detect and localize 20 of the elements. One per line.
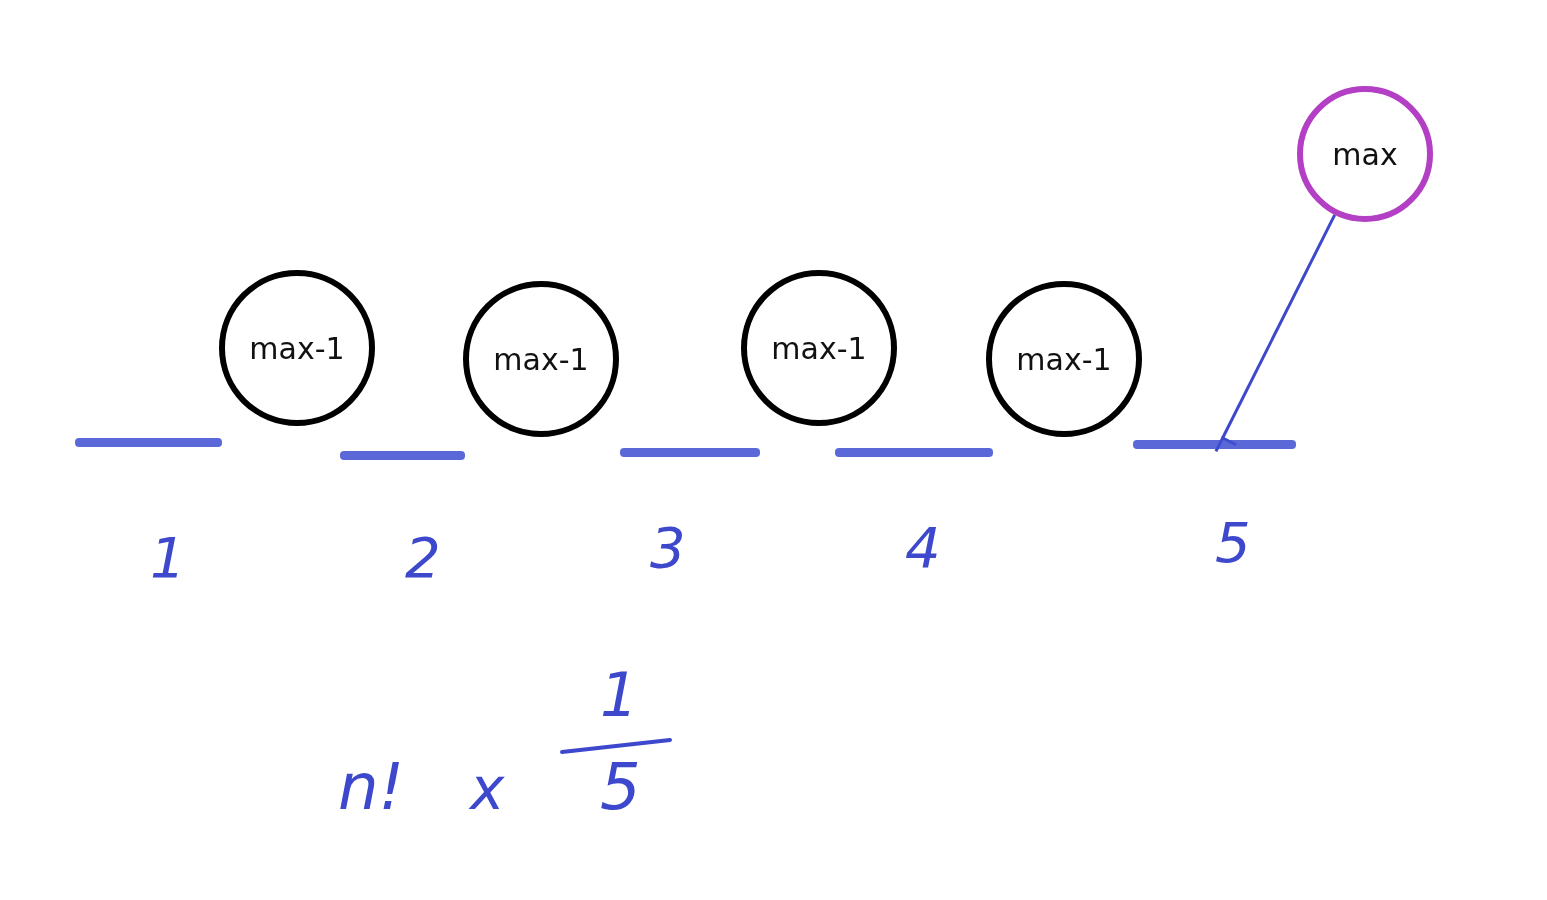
formula-text: 5 [600, 755, 641, 819]
slot-number: 5 [1215, 515, 1251, 571]
formula-text: x [470, 760, 505, 818]
node-label: max-1 [1016, 341, 1112, 377]
slot-number: 4 [905, 520, 941, 576]
arrow [1214, 214, 1337, 453]
node-label: max-1 [249, 330, 345, 366]
blank-slot-line [835, 448, 993, 457]
slot-number: 3 [650, 520, 686, 576]
blank-slot-line [620, 448, 760, 457]
blank-slot-line [75, 438, 222, 447]
blank-slot-line [340, 451, 465, 460]
formula-text: n! [338, 755, 405, 819]
formula-text: 1 [600, 665, 639, 725]
node-label: max [1332, 136, 1398, 172]
node-label: max-1 [771, 330, 867, 366]
node-label: max-1 [493, 341, 589, 377]
slot-number: 2 [405, 530, 441, 586]
blank-slot-line [1133, 440, 1296, 449]
slot-number: 1 [150, 530, 186, 586]
